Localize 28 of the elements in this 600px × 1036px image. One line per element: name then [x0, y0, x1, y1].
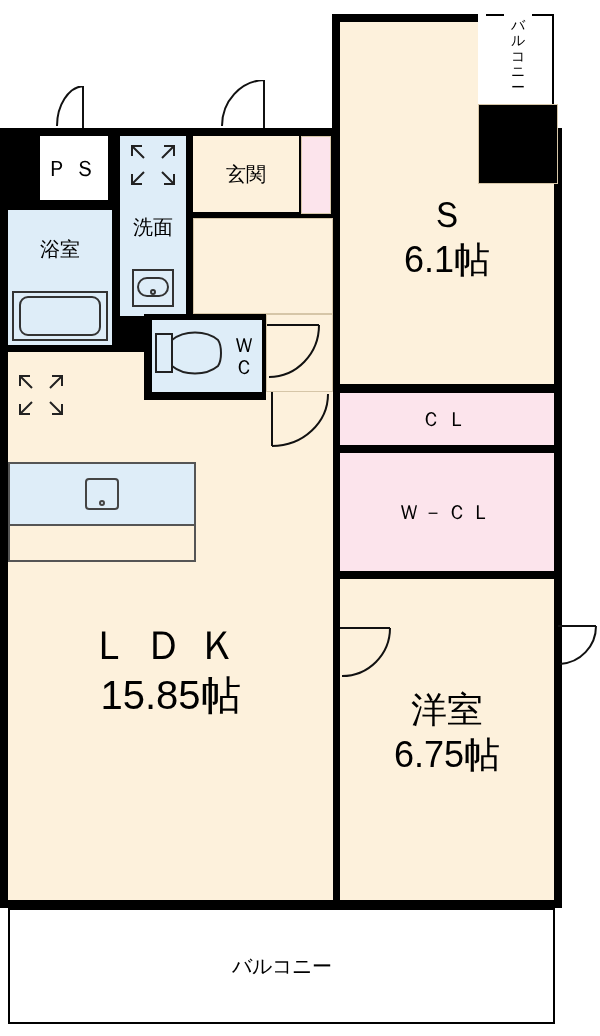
- room: [340, 393, 554, 445]
- room: [120, 136, 186, 316]
- room-label: 洋室: [411, 688, 483, 732]
- room-label: 洗面: [133, 215, 173, 240]
- room: [8, 352, 333, 900]
- room: [8, 210, 112, 345]
- room-label: 玄関: [226, 162, 266, 187]
- room-label: ＣＬ: [421, 407, 473, 432]
- room-label: Ｗ－ＣＬ: [399, 500, 495, 525]
- room-label: Ｓ: [429, 193, 465, 237]
- floor-area: [301, 136, 331, 214]
- room: [40, 136, 108, 200]
- room-label: ＷＣ: [234, 334, 254, 378]
- room-label: バルコニー: [231, 954, 332, 979]
- room-label: 6.1帖: [403, 238, 490, 282]
- room-label: 6.75帖: [393, 733, 501, 777]
- room-label: ＰＳ: [46, 154, 102, 183]
- room: [193, 136, 299, 212]
- room-label: ＬＤＫ: [89, 622, 252, 669]
- room: [8, 908, 555, 1024]
- room-label: 15.85帖: [100, 672, 241, 719]
- room: [152, 320, 262, 392]
- room: [340, 579, 554, 900]
- floor-area: [266, 314, 333, 392]
- room: [340, 453, 554, 571]
- room-label: 浴室: [40, 237, 80, 262]
- floor-area: [193, 218, 333, 314]
- room-label: バルコニー: [511, 18, 525, 95]
